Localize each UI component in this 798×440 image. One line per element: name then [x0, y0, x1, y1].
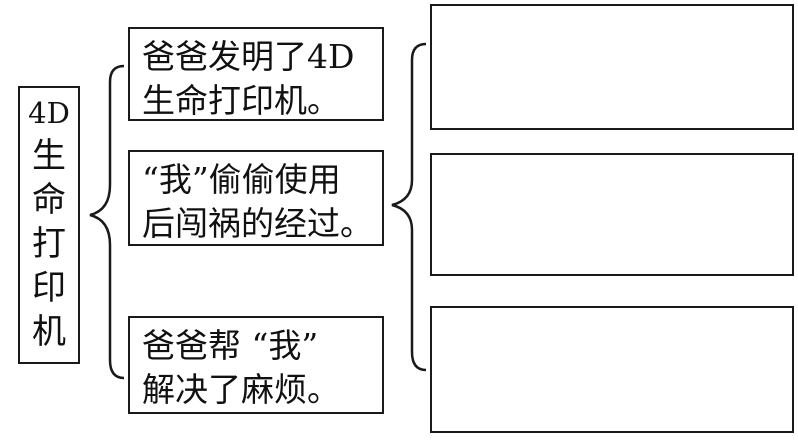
event-text-line: 后闯祸的经过。 — [142, 204, 373, 243]
root-topic-4d: 4D — [28, 96, 70, 130]
event-text-line: 解决了麻烦。 — [142, 370, 340, 409]
answer-box-1[interactable] — [430, 4, 794, 130]
root-topic-char: 生 — [32, 136, 66, 176]
root-topic-char: 命 — [32, 180, 66, 220]
root-topic-char: 印 — [32, 268, 66, 308]
event-text-line: 爸爸帮 “我” — [142, 326, 319, 365]
answer-box-2[interactable] — [430, 153, 794, 276]
answer-box-3[interactable] — [430, 306, 794, 433]
event-text-line: “我”偷偷使用 — [142, 160, 341, 199]
root-topic-char: 打 — [32, 224, 66, 264]
middle-brace — [391, 42, 427, 372]
event-box-resolution: 爸爸帮 “我” 解决了麻烦。 — [128, 316, 384, 414]
event-box-trouble: “我”偷偷使用 后闯祸的经过。 — [128, 150, 384, 246]
left-brace — [89, 64, 125, 380]
event-text-line: 爸爸发明了4D — [142, 37, 355, 76]
root-topic-char: 机 — [32, 312, 66, 352]
root-topic-box: 4D 生 命 打 印 机 — [18, 86, 80, 364]
event-text-line: 生命打印机。 — [142, 81, 340, 120]
event-box-invention: 爸爸发明了4D 生命打印机。 — [128, 27, 384, 121]
